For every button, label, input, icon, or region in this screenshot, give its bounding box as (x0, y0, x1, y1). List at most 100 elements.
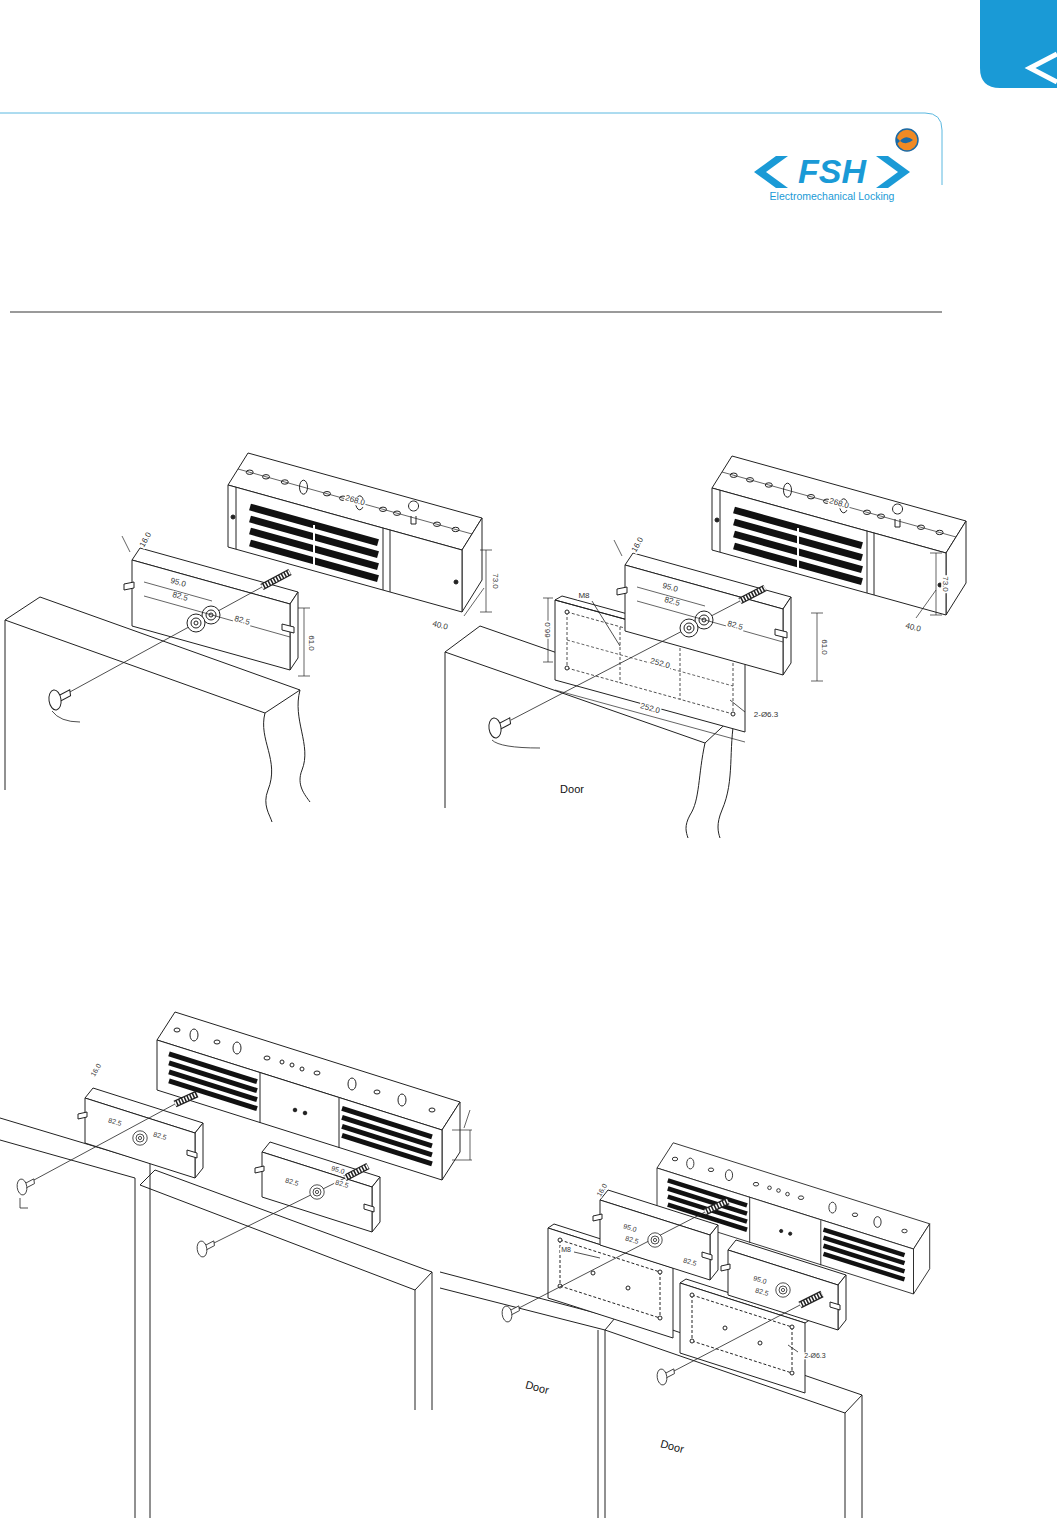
dimension-label: 95.0 (621, 1222, 638, 1234)
dimension-label: 82.5 (106, 1116, 123, 1128)
leader-line (788, 1345, 798, 1352)
dimension-line (722, 472, 956, 537)
dimension-label: 82.5 (725, 620, 744, 633)
brand-name: FSH (798, 154, 866, 190)
dimension-line (144, 582, 290, 637)
leader-line (730, 700, 745, 712)
dimension-label: 2-Ø6.3 (803, 1352, 826, 1359)
dimension-label: 73.0 (491, 572, 499, 590)
dimension-line (464, 588, 484, 616)
dimension-label: 82.5 (753, 1286, 770, 1298)
dimension-label: 95.0 (168, 577, 187, 590)
dimension-label: M8 (577, 592, 590, 600)
dimension-label: 95.0 (660, 582, 679, 595)
door-outline (0, 1118, 150, 1518)
dimension-label: 95.0 (751, 1274, 768, 1286)
dimension-label: 82.5 (333, 1178, 350, 1190)
dimension-line (452, 1110, 472, 1160)
dimension-label: 252.0 (648, 657, 671, 671)
dimension-line (238, 469, 472, 534)
brand-tagline: Electromechanical Locking (770, 191, 895, 202)
dimension-label: 82.5 (283, 1176, 300, 1188)
washer (776, 1283, 790, 1297)
header-graphics (1030, 54, 1057, 82)
door-outline (0, 597, 862, 1518)
door-outline (140, 1170, 432, 1410)
dimension-label: 95.0 (329, 1164, 346, 1176)
bolt-axis (674, 1305, 800, 1371)
dimension-line (122, 536, 130, 552)
dimension-label: 16.0 (630, 535, 646, 554)
washer (133, 1131, 147, 1145)
dimension-label: 40.0 (903, 622, 922, 635)
dimension-line (122, 469, 956, 1160)
bolt-head (48, 688, 73, 711)
washer (680, 619, 698, 637)
bolt-axis (68, 587, 262, 693)
dimension-label: 16.0 (89, 1061, 103, 1078)
leader-line (574, 1252, 600, 1258)
dimension-label: 61.0 (820, 638, 828, 656)
dimension-label: 66.0 (544, 621, 552, 639)
dimension-label: 82.5 (623, 1234, 640, 1246)
logo-graphics (876, 156, 910, 188)
bolt-axis (519, 1212, 705, 1308)
dimension-line (543, 598, 553, 662)
armature-plate (255, 1142, 380, 1232)
dimension-label: 82.5 (232, 615, 251, 628)
bolt-axis (34, 1104, 175, 1180)
bolt-head (16, 688, 676, 1386)
dimension-line (567, 640, 733, 686)
dimension-label: 82.5 (681, 1256, 698, 1268)
armature-plate (617, 553, 791, 675)
dimension-label: 61.0 (307, 634, 315, 652)
washer (187, 614, 205, 632)
dimension-line (916, 590, 936, 618)
door-label: Door (659, 1438, 685, 1455)
bolt-head (16, 1177, 36, 1195)
logo-graphics (754, 156, 788, 188)
header-graphics (0, 0, 1057, 312)
bolt-head (501, 1304, 521, 1322)
leader-line (592, 601, 620, 646)
dimension-label: 82.5 (170, 591, 189, 604)
washer (648, 1233, 662, 1247)
door-label: Door (524, 1379, 550, 1396)
dimension-label: 82.5 (151, 1130, 168, 1142)
dimension-label: 2-Ø6.3 (753, 711, 779, 719)
bolt-screw (175, 572, 822, 1305)
door-label: Door (560, 784, 584, 796)
dimension-label: 40.0 (430, 620, 449, 633)
leader-line (492, 740, 540, 748)
bolt-axis (214, 1178, 345, 1243)
dimension-label: 268.0 (827, 497, 850, 511)
armature-plate (721, 1240, 846, 1330)
dimension-label: 252.0 (638, 702, 661, 716)
mounting-bracket (565, 610, 569, 614)
bolt-axis (511, 601, 740, 720)
bolt-head (656, 1367, 676, 1385)
dimension-line (637, 587, 783, 642)
mounting-bracket (565, 666, 569, 670)
dimension-label: 73.0 (941, 575, 949, 593)
dimension-label: 16.0 (138, 530, 154, 549)
washer (310, 1185, 324, 1199)
armature-plate (124, 548, 298, 670)
door-outline (718, 715, 735, 838)
bolt-head (196, 1239, 216, 1257)
bolt-screw (175, 572, 822, 1305)
washer (133, 606, 790, 1297)
mounting-bracket (731, 712, 735, 716)
bolt-axis (34, 587, 800, 1371)
dimension-line (555, 690, 745, 742)
armature-plate (78, 548, 846, 1330)
leader-line (20, 601, 798, 1352)
door-outline (264, 713, 272, 822)
header-graphics (980, 0, 1057, 88)
bolt-screw (175, 572, 822, 1305)
leader-line (20, 1198, 28, 1208)
dimension-label: 82.5 (662, 596, 681, 609)
logo-graphics (896, 137, 913, 145)
